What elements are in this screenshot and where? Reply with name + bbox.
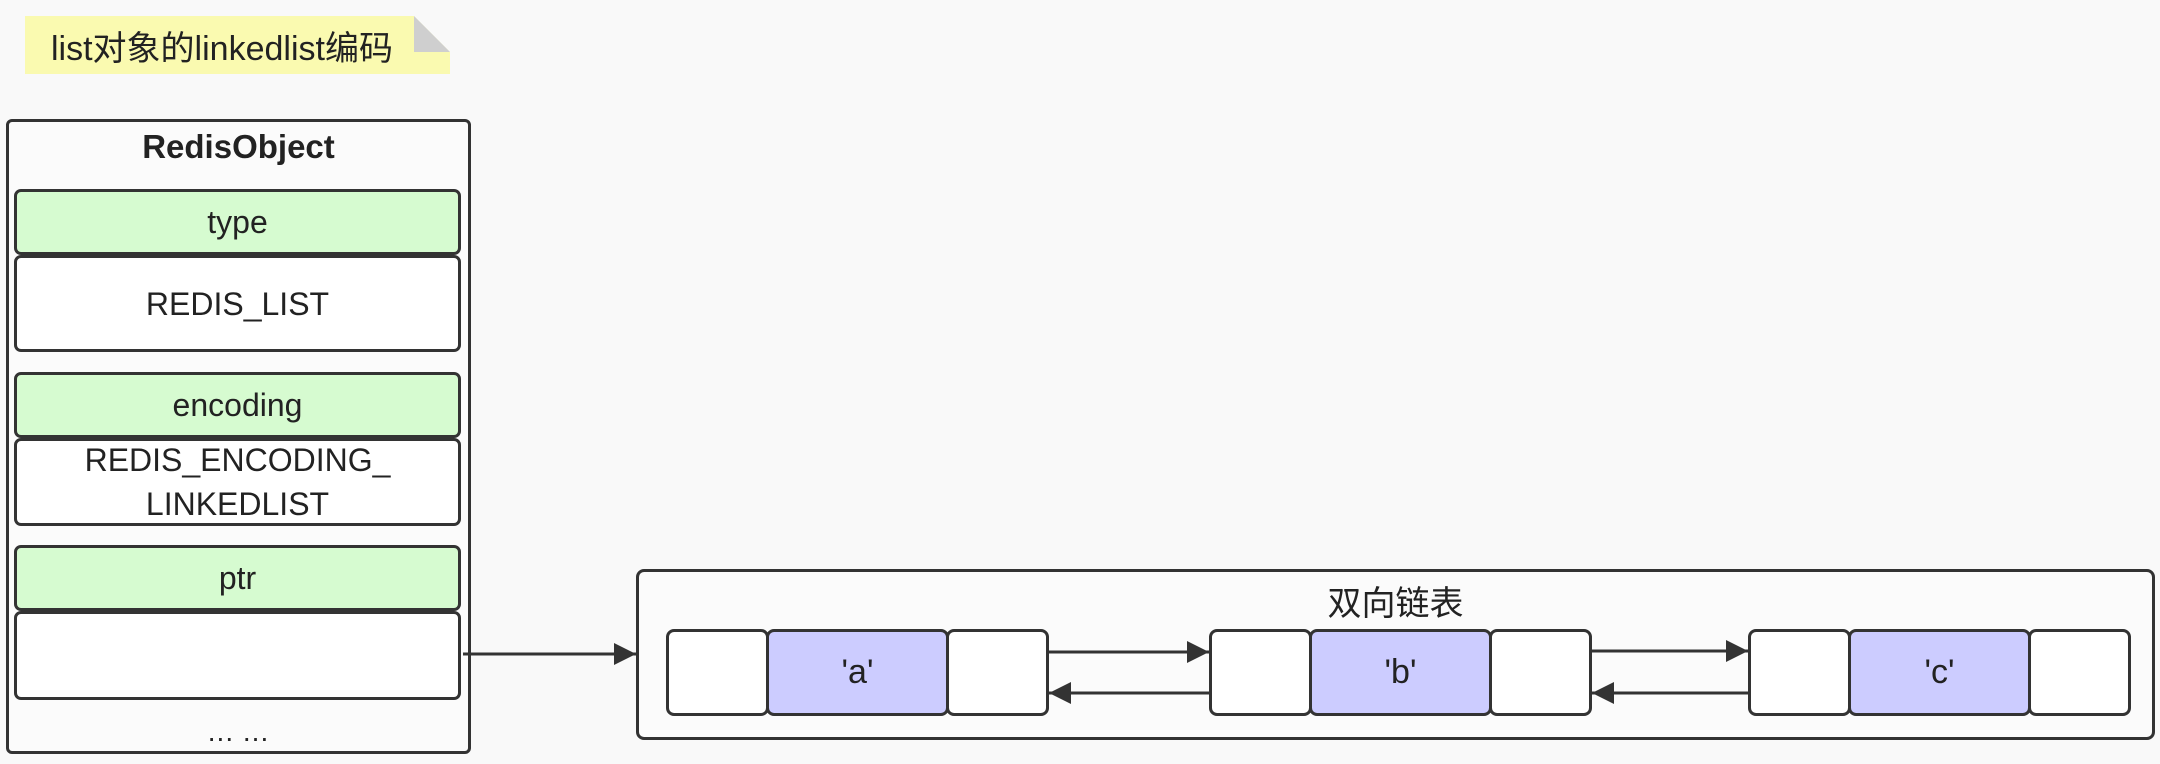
ptr-label-cell: ptr <box>14 545 461 611</box>
ptr-label: ptr <box>218 560 257 596</box>
title-note: list对象的linkedlist编码 <box>25 16 450 74</box>
ptr-value-cell <box>14 611 461 700</box>
node-a-next-pointer <box>946 629 1049 716</box>
title-note-text: list对象的linkedlist编码 <box>51 29 393 68</box>
node-c-value-text: 'c' <box>1924 653 1955 691</box>
node-b-value: 'b' <box>1309 629 1492 716</box>
redis-object-title: RedisObject <box>142 128 335 165</box>
node-a-value: 'a' <box>766 629 949 716</box>
type-label-cell: type <box>14 189 461 255</box>
linked-list-title: 双向链表 <box>1327 584 1464 623</box>
node-c-next-pointer <box>2028 629 2131 716</box>
node-a-value-text: 'a' <box>841 653 874 691</box>
node-b-value-text: 'b' <box>1384 653 1417 691</box>
type-value-cell: REDIS_LIST <box>14 255 461 352</box>
node-a-prev-pointer <box>666 629 769 716</box>
type-value: REDIS_LIST <box>145 285 330 322</box>
encoding-value-line1: REDIS_ENCODING_ <box>84 442 391 478</box>
encoding-label: encoding <box>172 387 303 423</box>
node-b-next-pointer <box>1489 629 1592 716</box>
node-b-prev-pointer <box>1209 629 1312 716</box>
encoding-value-line2: LINKEDLIST <box>145 486 330 522</box>
more-fields-ellipsis: ... ... <box>207 716 270 747</box>
encoding-label-cell: encoding <box>14 372 461 438</box>
type-label: type <box>207 204 268 240</box>
encoding-value-cell: REDIS_ENCODING_ LINKEDLIST <box>14 438 461 526</box>
node-c-value: 'c' <box>1848 629 2031 716</box>
